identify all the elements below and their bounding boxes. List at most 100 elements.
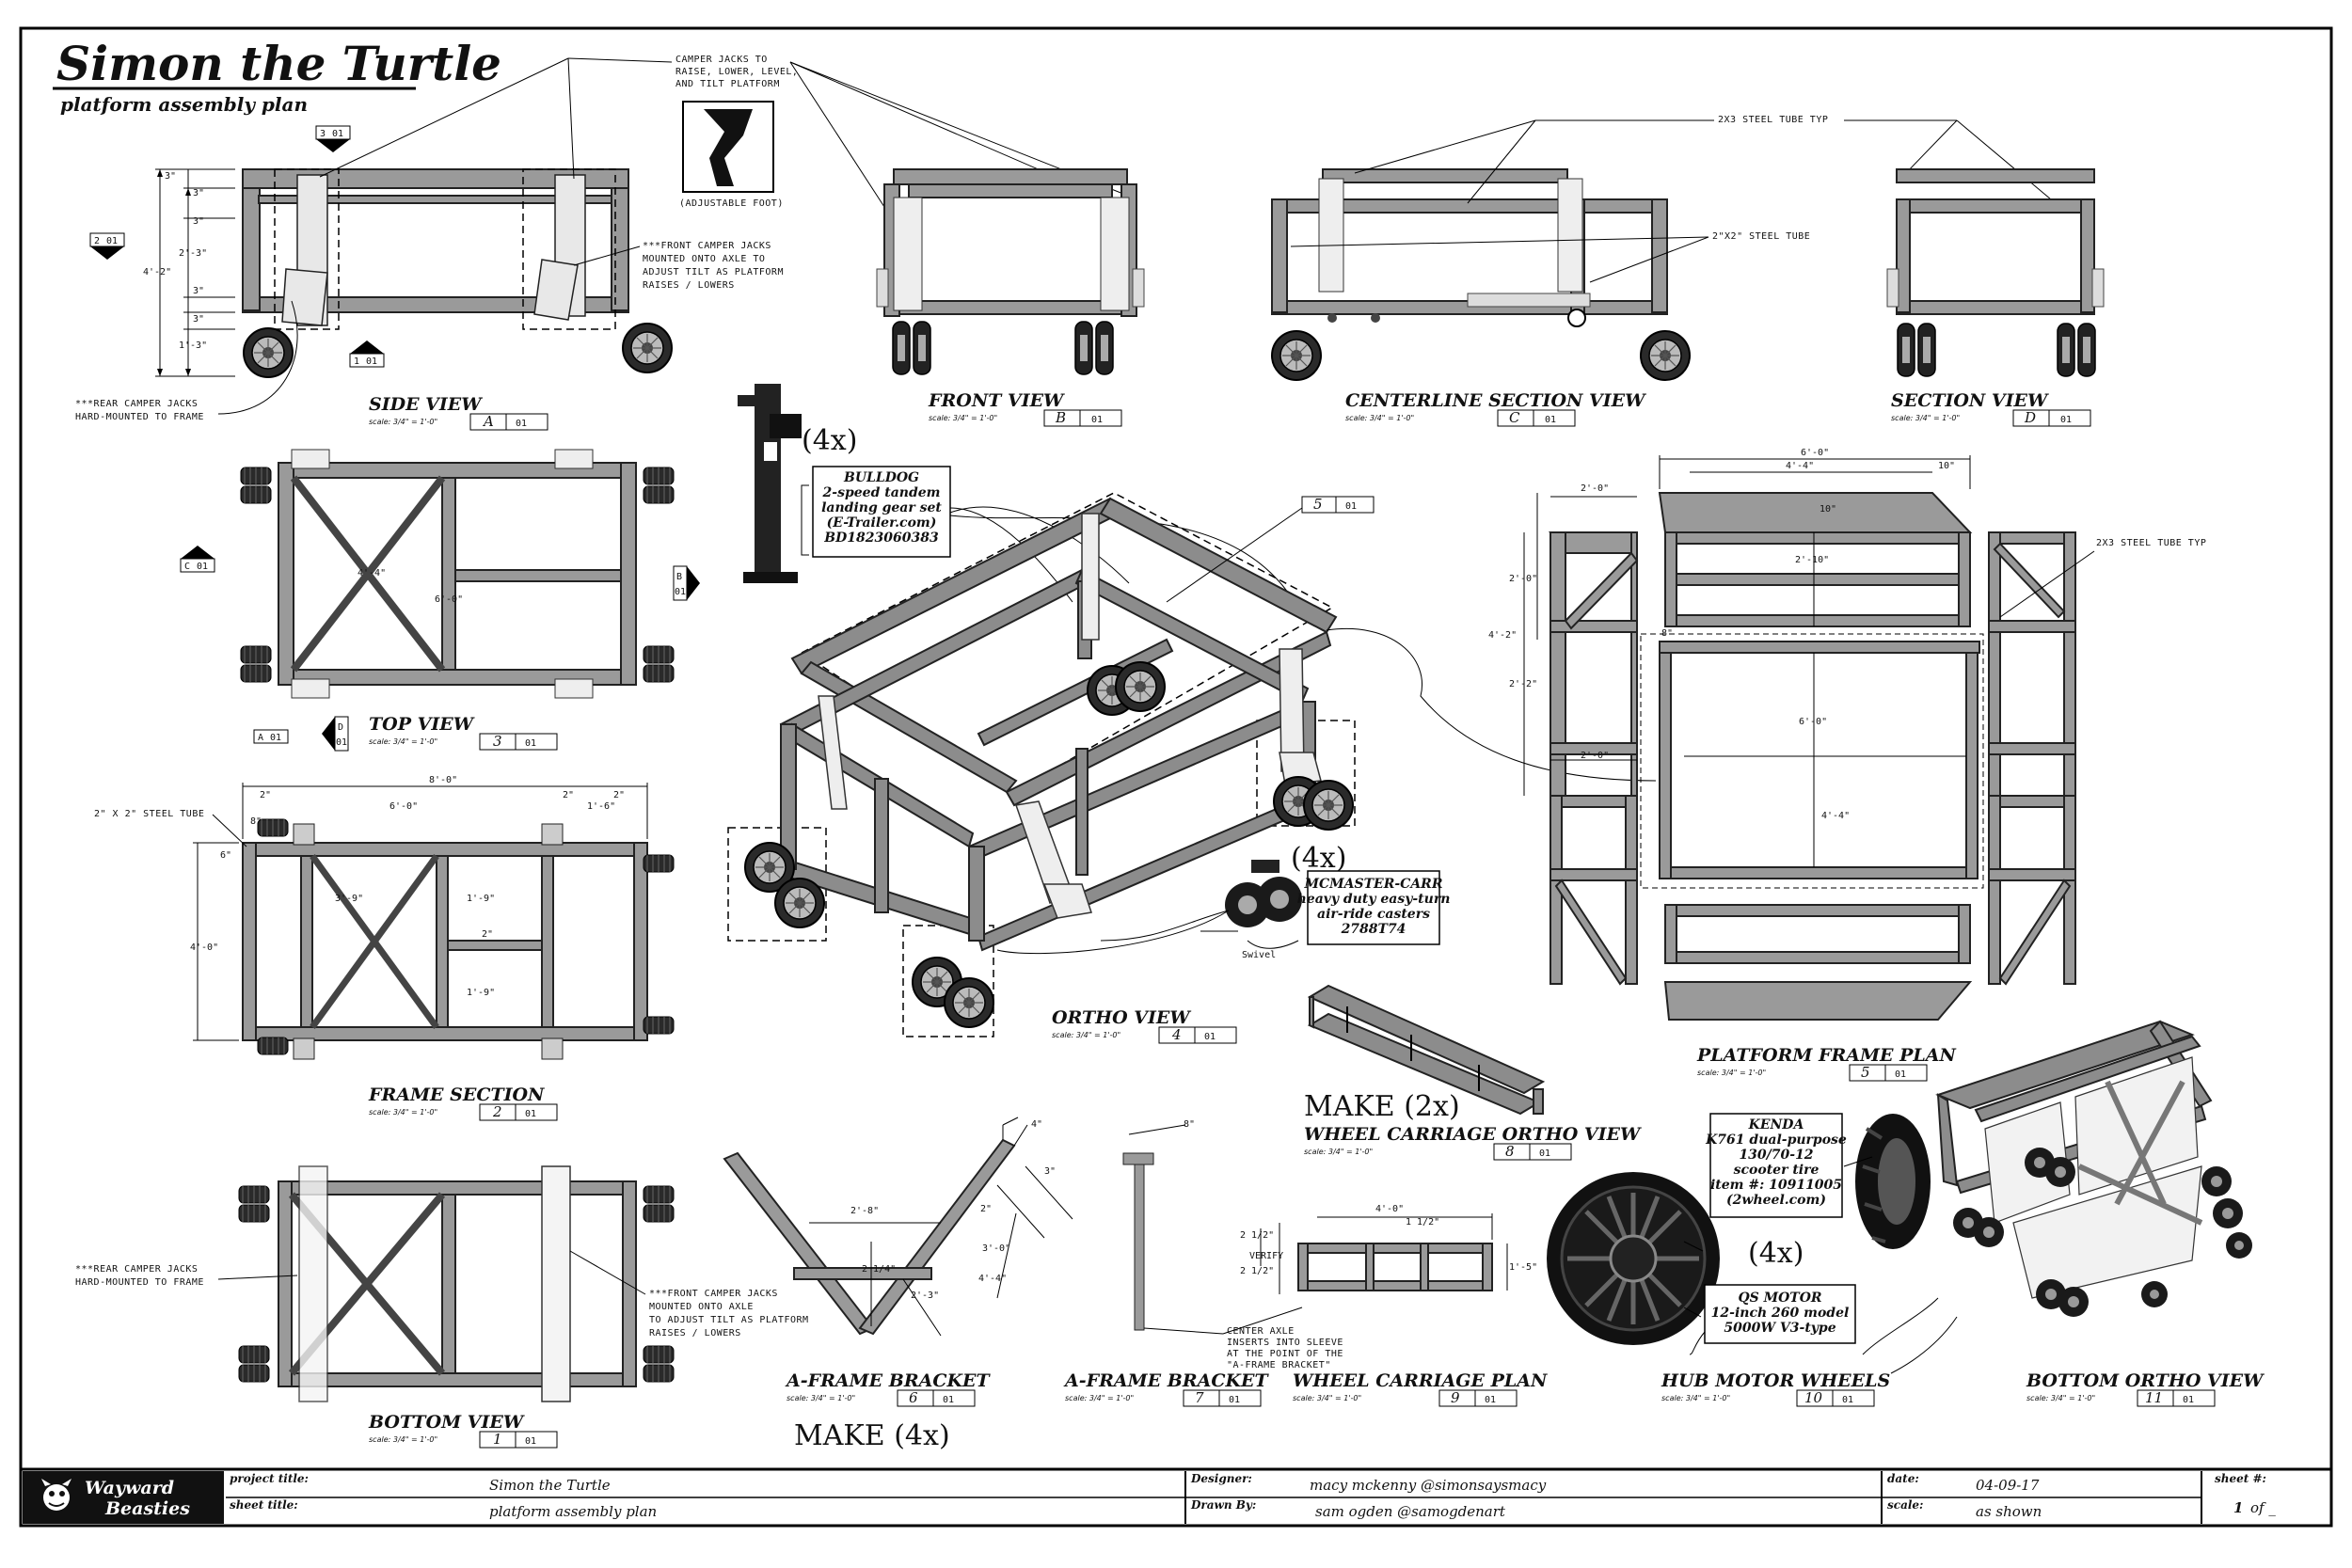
svg-text:01: 01 [525, 1109, 536, 1119]
svg-text:(2wheel.com): (2wheel.com) [1726, 1193, 1826, 1208]
dim-pp-10in-b: 10" [1820, 504, 1836, 515]
wheel-carriage-plan: 4'-0" 1 1/2" 2 1/2" 2 1/2" VERIFY 1'-5" … [1240, 1204, 1548, 1407]
svg-text:SECTION VIEW: SECTION VIEW [1891, 390, 2049, 411]
svg-text:01: 01 [1229, 1395, 1240, 1405]
note-axle-3: AT THE POINT OF THE [1227, 1349, 1343, 1359]
svg-text:MCMASTER-CARR: MCMASTER-CARR [1304, 877, 1443, 892]
svg-text:2788T74: 2788T74 [1341, 922, 1406, 937]
svg-text:scale: 3/4" = 1'-0": scale: 3/4" = 1'-0" [1052, 1031, 1120, 1039]
section-marker-d: D 01 [322, 716, 349, 752]
platform-frame-plan: 6'-0" 4'-4" 10" 2'-0" 10" 2'-10" 2'-0" 4… [1488, 448, 2206, 1082]
svg-text:scale: 3/4" = 1'-0": scale: 3/4" = 1'-0" [1293, 1394, 1361, 1402]
svg-text:A: A [482, 413, 494, 430]
note-2x3-tube-b: 2X3 STEEL TUBE TYP [2096, 538, 2206, 548]
dim-2ft3in: 2'-3" [179, 248, 207, 259]
svg-text:ORTHO VIEW: ORTHO VIEW [1052, 1007, 1191, 1028]
dim-3in-d: 3" [193, 286, 204, 296]
tube-2x3-callout: 2X3 STEEL TUBE TYP [1354, 115, 2052, 204]
dim-fs-8ft: 8'-0" [429, 775, 457, 785]
svg-text:01: 01 [332, 129, 343, 139]
svg-text:BOTTOM ORTHO VIEW: BOTTOM ORTHO VIEW [2026, 1370, 2265, 1391]
dim-af-2ft3in: 2'-3" [911, 1291, 939, 1301]
dim-pp-4ft4in: 4'-4" [1786, 461, 1814, 471]
svg-text:SIDE VIEW: SIDE VIEW [369, 394, 483, 415]
svg-text:01: 01 [943, 1395, 954, 1405]
ortho-view: 5 01 ORTHO VIEW scale: 3/4" = 1'-0" 4 01 [727, 492, 1657, 1044]
view-label-frame-section: FRAME SECTION scale: 3/4" = 1'-0" 2 01 [368, 1085, 558, 1121]
sheet-title-value: platform assembly plan [489, 1503, 657, 1520]
svg-text:MAKE (2x): MAKE (2x) [1304, 1090, 1460, 1123]
svg-text:heavy duty easy-turn: heavy duty easy-turn [1297, 892, 1451, 907]
svg-text:D: D [2024, 409, 2036, 426]
view-label-af6: A-FRAME BRACKET scale: 3/4" = 1'-0" 6 01 [785, 1370, 991, 1407]
dim-wc-1ft5in: 1'-5" [1509, 1262, 1537, 1273]
dim-3in-c: 3" [193, 216, 204, 227]
a-frame-bracket-7: 8" CENTER AXLE INSERTS INTO SLEEVE AT TH… [1063, 1119, 1343, 1407]
drawn-by-label: Drawn By: [1190, 1498, 1256, 1512]
note-rear-jacks-b1: ***REAR CAMPER JACKS [75, 1264, 198, 1275]
view-label-ortho: ORTHO VIEW scale: 3/4" = 1'-0" 4 01 [1052, 1007, 1237, 1044]
svg-text:MAKE (4x): MAKE (4x) [794, 1419, 950, 1452]
svg-text:3: 3 [493, 733, 502, 750]
svg-text:FRAME SECTION: FRAME SECTION [368, 1085, 545, 1105]
svg-text:scale: 3/4" = 1'-0": scale: 3/4" = 1'-0" [369, 737, 437, 746]
dim-fs-2in-a: 2" [260, 790, 271, 800]
svg-text:BULLDOG: BULLDOG [843, 470, 919, 485]
svg-text:01: 01 [1842, 1395, 1853, 1405]
svg-text:B: B [676, 572, 682, 582]
svg-text:01: 01 [1204, 1032, 1216, 1042]
view-label-top: TOP VIEW scale: 3/4" = 1'-0" 3 01 [369, 714, 558, 751]
dim-pp-2ft2in: 2'-2" [1509, 679, 1537, 689]
svg-text:5: 5 [1313, 496, 1323, 513]
logo-text-2: Beasties [104, 1498, 190, 1519]
frame-section-view: 8'-0" 6'-0" 2" 2" 2" 1'-6" 8" 6" 3'-9" 4… [94, 775, 675, 1121]
dim-fs-8in: 8" [250, 816, 262, 827]
svg-text:1: 1 [354, 356, 359, 367]
note-front-jacks-b3: TO ADJUST TILT AS PLATFORM [649, 1315, 809, 1325]
dim-af2-8in: 8" [1184, 1119, 1195, 1130]
svg-text:scale: 3/4" = 1'-0": scale: 3/4" = 1'-0" [1891, 414, 1960, 422]
dim-wc-1-1-2in: 1 1/2" [1406, 1217, 1439, 1227]
bottom-ortho-view: BOTTOM ORTHO VIEW scale: 3/4" = 1'-0" 11… [1862, 1020, 2265, 1407]
svg-text:PLATFORM FRAME PLAN: PLATFORM FRAME PLAN [1696, 1045, 1957, 1066]
section-marker-c: C 01 [180, 546, 215, 573]
sheet-border [19, 26, 2333, 1528]
section-marker-1: 1 01 [349, 341, 385, 368]
dim-top-4ft4in: 4'-4" [358, 568, 386, 578]
svg-text:8: 8 [1505, 1143, 1515, 1160]
svg-text:01: 01 [516, 419, 527, 429]
note-front-jacks-1: ***FRONT CAMPER JACKS [643, 241, 771, 251]
note-front-jacks-b2: MOUNTED ONTO AXLE [649, 1302, 754, 1312]
svg-text:3: 3 [320, 129, 326, 139]
side-view: 3" 3" 3" 2'-3" 3" 3" 4'-2" 1'-3" 3 01 2 … [75, 125, 783, 431]
svg-text:01: 01 [197, 562, 208, 572]
svg-text:01: 01 [336, 737, 347, 748]
svg-text:C: C [1509, 409, 1520, 426]
dim-pp-10in-a: 10" [1938, 461, 1955, 471]
dim-wc-4ft: 4'-0" [1375, 1204, 1404, 1214]
view-label-platform: PLATFORM FRAME PLAN scale: 3/4" = 1'-0" … [1696, 1045, 1957, 1082]
svg-text:(E-Trailer.com): (E-Trailer.com) [827, 515, 937, 531]
svg-text:B: B [1055, 409, 1066, 426]
dim-af-3in: 3" [1044, 1166, 1056, 1177]
note-front-jacks-2: MOUNTED ONTO AXLE TO [643, 254, 765, 264]
svg-text:01: 01 [525, 738, 536, 749]
svg-text:C: C [184, 562, 190, 572]
sheet-number-value: 1 [2233, 1499, 2243, 1516]
dim-fs-2in-d: 2" [482, 929, 493, 940]
sheet-header: Simon the Turtle platform assembly plan [53, 36, 501, 116]
dim-fs-4ft: 4'-0" [190, 942, 218, 953]
dim-wc-2-1-2in-b: 2 1/2" [1240, 1266, 1274, 1276]
svg-text:7: 7 [1195, 1389, 1204, 1406]
sheet-of-value: of _ [2250, 1499, 2276, 1516]
dim-af-4ft4in: 4'-4" [978, 1274, 1007, 1284]
dim-af-3ft: 3'-0" [982, 1243, 1010, 1254]
svg-text:BD1823060383: BD1823060383 [823, 531, 939, 546]
drawn-by-value: sam ogden @samogdenart [1315, 1503, 1506, 1520]
svg-text:(4x): (4x) [1748, 1237, 1804, 1270]
svg-text:5000W V3-type: 5000W V3-type [1724, 1321, 1836, 1336]
dim-top-6ft: 6'-0" [435, 594, 463, 605]
dim-3in-b: 3" [193, 188, 204, 198]
hub-motor-wheels: KENDA K761 dual-purpose 130/70-12 scoote… [1547, 1113, 1931, 1407]
